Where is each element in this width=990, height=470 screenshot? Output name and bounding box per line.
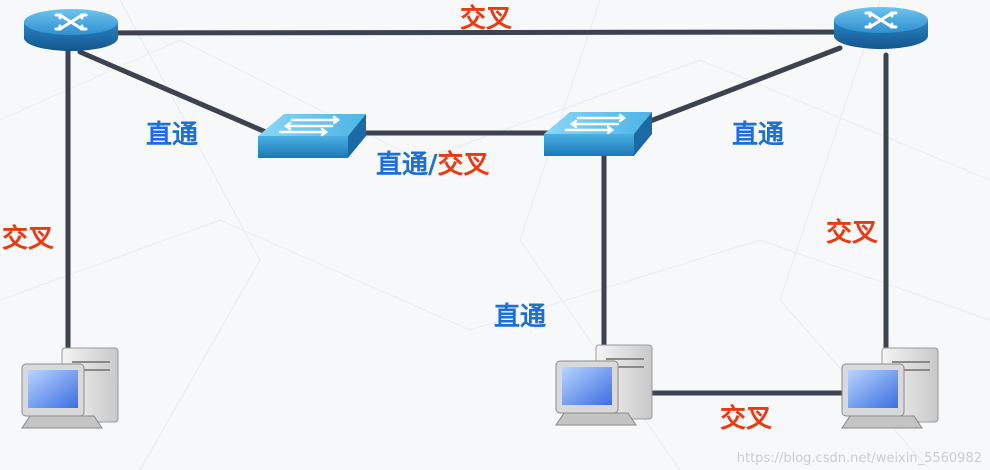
label-top-link: 交叉 (460, 4, 513, 34)
router-left[interactable] (24, 9, 118, 51)
label-router-right-pc-right: 交叉 (826, 218, 879, 248)
computer-screen-icon (562, 367, 612, 405)
switch-right[interactable] (544, 112, 652, 156)
router-arrows-icon (54, 13, 88, 31)
router-right[interactable] (834, 7, 928, 49)
cable-router-right-switch-right (637, 45, 843, 128)
watermark-text: https://blog.csdn.net/weixin_5560982 (736, 451, 982, 466)
cable-router-left-switch-left (77, 49, 271, 136)
label-router-left-switch-left: 直通 (146, 120, 199, 150)
computer-screen-icon (848, 370, 898, 408)
cable-router-router (67, 29, 883, 36)
switch-arrows-icon (564, 113, 627, 135)
pc-left[interactable] (21, 347, 119, 429)
label-pc-middle-pc-right: 交叉 (720, 404, 773, 434)
label-switch-to-switch-cross: 交叉 (437, 150, 490, 180)
pc-middle[interactable] (555, 344, 653, 426)
computer-screen-icon (28, 370, 78, 408)
cables (65, 29, 889, 396)
label-switch-to-switch: 直通/交叉 (376, 150, 490, 180)
label-switch-right-pc-middle: 直通 (494, 302, 547, 332)
label-router-left-pc-left: 交叉 (2, 224, 55, 254)
label-router-right-switch-right: 直通 (732, 120, 785, 150)
switch-left[interactable] (258, 114, 366, 158)
label-switch-to-switch-straight: 直通/ (376, 150, 438, 180)
switch-arrows-icon (278, 115, 341, 137)
router-arrows-icon (864, 11, 898, 29)
pc-right[interactable] (841, 347, 939, 429)
